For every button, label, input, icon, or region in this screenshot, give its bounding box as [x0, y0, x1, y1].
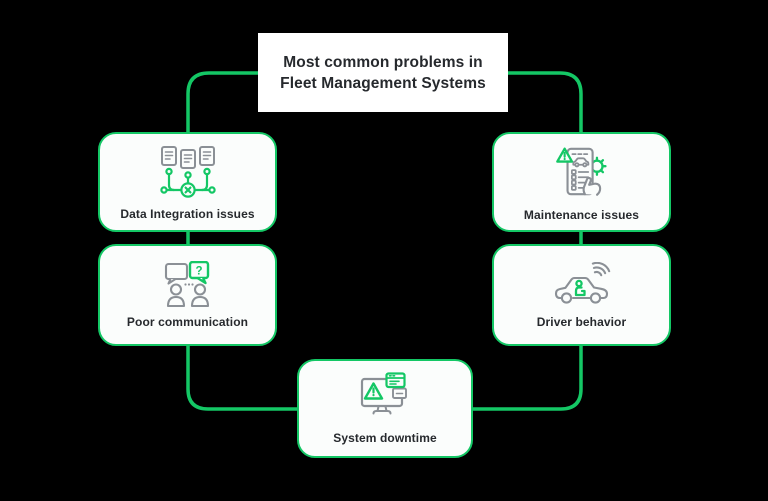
svg-text:?: ? — [195, 266, 202, 278]
connector-title-to-maintenance — [508, 71, 583, 133]
node-label-data-integration: Data Integration issues — [120, 206, 255, 221]
diagram-title: Most common problems in Fleet Management… — [258, 33, 508, 112]
node-label-communication: Poor communication — [126, 315, 249, 329]
node-card-communication: ? Poor communication — [98, 244, 277, 346]
person-icon — [166, 283, 185, 308]
connector-title-to-data-integration — [186, 71, 258, 133]
node-label-maintenance: Maintenance issues — [523, 207, 640, 222]
node-label-driver-behavior: Driver behavior — [536, 314, 627, 329]
driver-figure-icon — [574, 279, 586, 296]
driver-behavior-icon — [554, 261, 610, 304]
connector-driver-to-downtime — [472, 345, 583, 411]
hand-icon — [582, 176, 601, 196]
app-window-icon — [385, 372, 406, 389]
car-icon — [571, 156, 589, 167]
question-bubble-icon: ? — [188, 261, 209, 285]
signal-waves-icon — [591, 261, 610, 276]
system-downtime-icon — [360, 372, 407, 415]
typing-dots-icon — [183, 283, 194, 286]
speech-bubble-icon — [164, 262, 188, 285]
node-card-data-integration: Data Integration issues — [98, 132, 277, 232]
data-integration-icon — [159, 145, 216, 198]
diagram-title-text: Most common problems in Fleet Management… — [280, 53, 486, 92]
node-card-maintenance: Maintenance issues — [492, 132, 671, 232]
vehicle-maintenance-icon — [555, 147, 607, 196]
person-icon — [190, 283, 209, 308]
connector-communication-to-downtime — [186, 345, 298, 411]
node-card-system-downtime: System downtime — [297, 359, 473, 458]
car-icon — [554, 276, 608, 304]
warning-triangle-icon — [555, 147, 573, 163]
communication-icon: ? — [164, 261, 209, 308]
warning-triangle-icon — [363, 382, 384, 400]
node-card-driver-behavior: Driver behavior — [492, 244, 671, 346]
window-icon — [392, 387, 407, 399]
node-label-system-downtime: System downtime — [333, 431, 437, 445]
